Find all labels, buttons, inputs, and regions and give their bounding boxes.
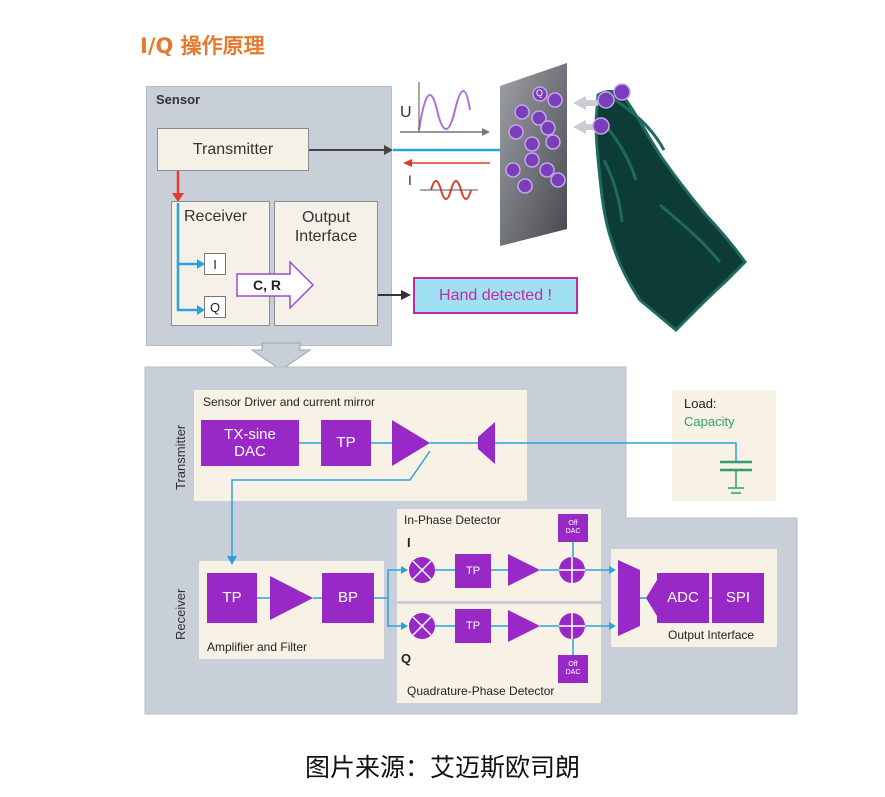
hand-silhouette — [594, 89, 747, 333]
load-value: Capacity — [684, 414, 735, 429]
output-interface-label: Output Interface — [294, 209, 358, 246]
in-phase-tp-block: TP — [455, 554, 491, 588]
detail-signal-paths — [227, 420, 752, 655]
in-phase-label: In-Phase Detector — [404, 513, 501, 527]
page-title: I/Q 操作原理 — [140, 34, 265, 58]
quadrature-off-dac: Off DAC — [558, 655, 588, 683]
image-source-caption: 图片来源：艾迈斯欧司朗 — [304, 753, 580, 782]
adc-block: ADC — [657, 573, 709, 623]
amplifier-filter-label: Amplifier and Filter — [207, 640, 308, 654]
sensor-label: Sensor — [156, 92, 201, 107]
hand-detected-badge: Hand detected ! — [413, 277, 578, 314]
i-signal-label: I — [408, 172, 412, 188]
u-signal-label: U — [400, 104, 412, 121]
in-phase-i-label: I — [407, 535, 411, 550]
cr-label: C, R — [253, 277, 281, 293]
quadrature-label: Quadrature-Phase Detector — [407, 684, 555, 698]
load-panel — [672, 390, 776, 501]
quadrature-off-dac-label: Off DAC — [565, 660, 581, 676]
transmitter-label: Transmitter — [192, 140, 274, 158]
rx-tp-block: TP — [207, 573, 257, 623]
charge-label-sample: Q — [536, 88, 544, 98]
quadrature-tp-block: TP — [455, 609, 491, 643]
in-phase-off-dac-label: Off DAC — [565, 519, 581, 535]
spi-block: SPI — [712, 573, 764, 623]
output-interface-detail-label: Output Interface — [668, 628, 755, 642]
bp-block: BP — [322, 573, 374, 623]
tx-sine-dac-block: TX-sine DAC — [201, 420, 299, 466]
in-phase-off-dac: Off DAC — [558, 514, 588, 542]
load-label: Load: — [684, 396, 717, 411]
quadrature-q-label: Q — [401, 651, 412, 666]
driver-group-label: Sensor Driver and current mirror — [203, 395, 376, 409]
electrode-charges — [505, 83, 631, 194]
tx-tp-block: TP — [321, 420, 371, 466]
receiver-q-box: Q — [204, 296, 226, 318]
transmitter-box: Transmitter — [157, 128, 309, 171]
receiver-label: Receiver — [184, 208, 248, 225]
